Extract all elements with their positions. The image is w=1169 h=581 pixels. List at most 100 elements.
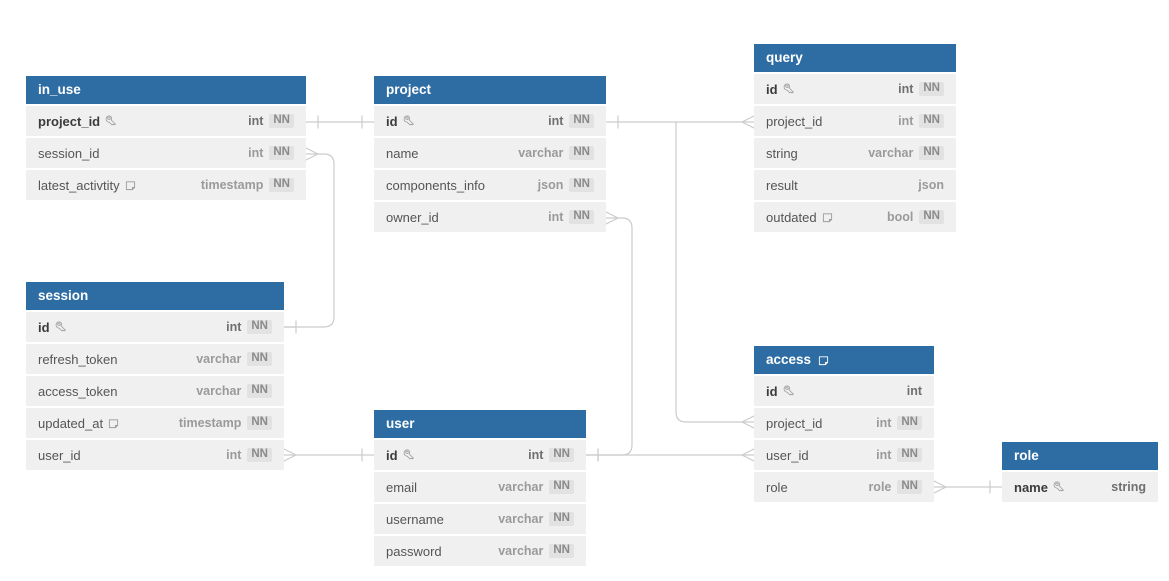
column-row-project-name[interactable]: name varchar NN	[374, 136, 606, 168]
table-header-session[interactable]: session	[26, 282, 284, 310]
table-header-project[interactable]: project	[374, 76, 606, 104]
column-type: int	[898, 114, 914, 128]
column-name: user_id	[38, 447, 81, 463]
not-null-badge: NN	[549, 447, 574, 463]
not-null-badge: NN	[919, 81, 944, 97]
column-name: name	[386, 145, 419, 161]
column-type: varchar	[498, 480, 544, 494]
not-null-badge: NN	[897, 479, 922, 495]
column-type: json	[918, 178, 944, 192]
column-type: int	[876, 416, 892, 430]
not-null-badge: NN	[247, 351, 272, 367]
not-null-badge: NN	[569, 209, 594, 225]
column-name-cell: updated_at	[38, 416, 119, 431]
column-row-session-id[interactable]: id int NN	[26, 310, 284, 342]
not-null-badge: NN	[919, 145, 944, 161]
edge-user-access	[585, 448, 755, 462]
column-type: varchar	[868, 146, 914, 160]
table-title: in_use	[38, 82, 81, 97]
edge-project-access	[675, 121, 755, 429]
note-icon	[108, 418, 119, 429]
table-title: project	[386, 82, 432, 97]
column-name: id	[766, 383, 778, 399]
column-name: role	[766, 479, 788, 495]
not-null-badge: NN	[569, 145, 594, 161]
table-header-query[interactable]: query	[754, 44, 956, 72]
column-name-cell: username	[386, 512, 444, 527]
column-name: string	[766, 145, 798, 161]
column-name: id	[766, 81, 778, 97]
table-header-in_use[interactable]: in_use	[26, 76, 306, 104]
not-null-badge: NN	[247, 383, 272, 399]
table-title: role	[1014, 448, 1039, 463]
table-header-access[interactable]: access	[754, 346, 934, 374]
column-name-cell: id	[386, 114, 415, 129]
column-name-cell: components_info	[386, 178, 485, 193]
column-row-session-refresh_token[interactable]: refresh_token varchar NN	[26, 342, 284, 374]
column-type: int	[248, 146, 264, 160]
column-name: id	[38, 319, 50, 335]
key-icon	[783, 83, 795, 95]
column-type: int	[548, 114, 564, 128]
column-row-query-string[interactable]: string varchar NN	[754, 136, 956, 168]
table-header-user[interactable]: user	[374, 410, 586, 438]
column-name: email	[386, 479, 418, 495]
column-name-cell: name	[386, 146, 419, 161]
column-name-cell: id	[766, 384, 795, 399]
column-name-cell: latest_activtity	[38, 178, 136, 193]
column-name: latest_activtity	[38, 177, 120, 193]
column-type: int	[876, 448, 892, 462]
table-header-role[interactable]: role	[1002, 442, 1158, 470]
column-name-cell: project_id	[766, 114, 822, 129]
column-name-cell: user_id	[766, 448, 809, 463]
column-name: outdated	[766, 209, 817, 225]
column-name-cell: role	[766, 480, 788, 495]
column-type: int	[226, 320, 242, 334]
column-row-access-user_id[interactable]: user_id int NN	[754, 438, 934, 470]
column-type: string	[1111, 480, 1146, 494]
not-null-badge: NN	[897, 447, 922, 463]
key-icon	[783, 385, 795, 397]
column-name: project_id	[38, 113, 101, 129]
column-name-cell: refresh_token	[38, 352, 118, 367]
note-icon	[822, 212, 833, 223]
column-name: refresh_token	[38, 351, 118, 367]
column-name-cell: string	[766, 146, 798, 161]
not-null-badge: NN	[247, 319, 272, 335]
column-name-cell: session_id	[38, 146, 99, 161]
column-type: varchar	[518, 146, 564, 160]
not-null-badge: NN	[247, 415, 272, 431]
not-null-badge: NN	[569, 177, 594, 193]
column-type: int	[528, 448, 544, 462]
column-name-cell: owner_id	[386, 210, 439, 225]
column-type: varchar	[196, 352, 242, 366]
